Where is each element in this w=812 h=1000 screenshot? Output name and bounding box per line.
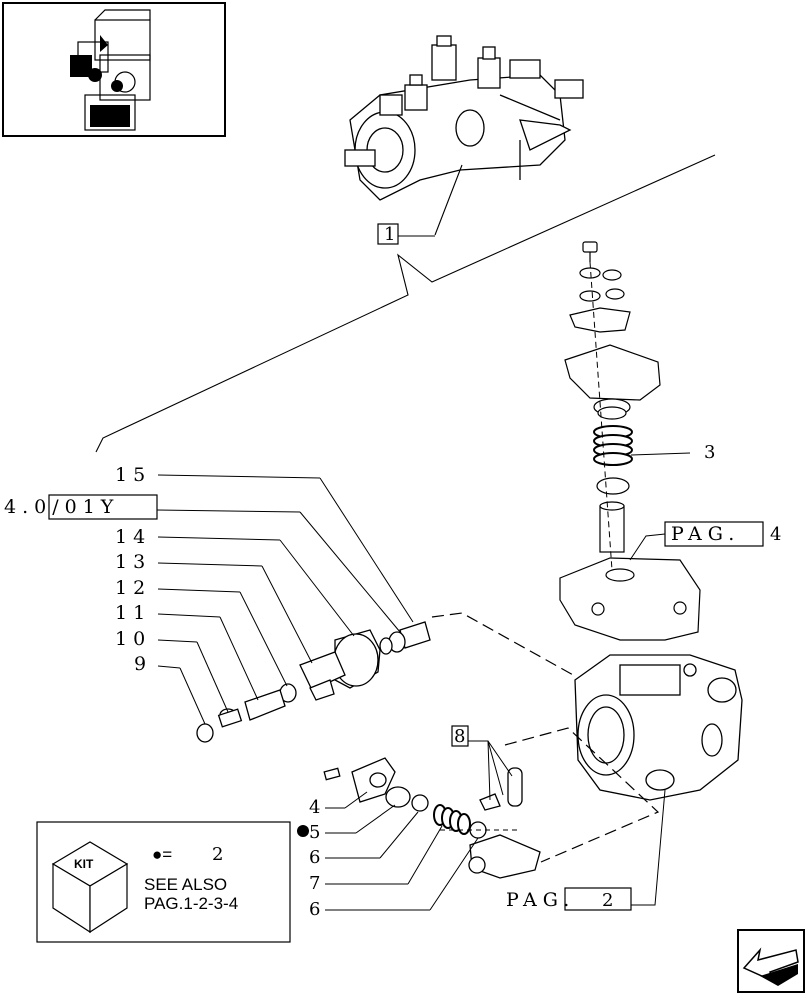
callout-leader-lines (95, 154, 716, 453)
ref-box-1[interactable]: 1 (377, 223, 435, 245)
filled-circle-icon (297, 825, 309, 837)
injection-pump-assembly (344, 35, 584, 201)
kit-legend-box: KIT ●= 2 SEE ALSO PAG.1-2-3-4 (36, 821, 291, 943)
kit-bullet-equals: ●= (152, 845, 172, 864)
see-also-text: SEE ALSO (144, 875, 227, 894)
pump-housing (574, 654, 743, 801)
ref-13-label: 13 (115, 551, 151, 573)
page-ref-2[interactable]: PAG. 2 (506, 789, 666, 911)
governor-weights (196, 621, 431, 743)
ref-402-label: 4.0/01Y (4, 496, 119, 518)
leader-3 (630, 452, 691, 456)
kit-label: KIT (74, 857, 94, 871)
dashed-link-governor (431, 612, 576, 677)
ref-9-label: 9 (134, 653, 152, 675)
arrow-back-icon[interactable] (737, 929, 805, 993)
page-ref-2-number: 2 (602, 890, 613, 911)
ref-7-label: 7 (309, 873, 320, 894)
ref-10-label: 10 (115, 628, 151, 650)
ref-8-label: 8 (454, 726, 465, 747)
ref-6a-label: 6 (309, 847, 320, 868)
ref-15-label: 15 (115, 464, 151, 486)
ref-4-label: 4 (309, 797, 320, 818)
ref-12-label: 12 (115, 577, 151, 599)
axis-dash-top (589, 261, 613, 571)
dashed-link-valve (504, 727, 660, 863)
ref-5-label: 5 (309, 822, 320, 843)
lower-labels: 4 5 6 7 6 (297, 791, 479, 920)
page-ref-2-label: PAG. (506, 889, 575, 911)
see-also-pages: PAG.1-2-3-4 (144, 894, 238, 913)
page-ref-4-label: PAG. (671, 523, 740, 545)
ref-6b-label: 6 (309, 899, 320, 920)
thumbnail-engine[interactable] (2, 2, 226, 137)
governor-linkage-parts (559, 241, 701, 641)
kit-cube-icon (51, 841, 129, 934)
ref-box-8[interactable]: 8 (451, 725, 513, 801)
page-ref-4-number: 4 (770, 524, 781, 545)
ref-3-label: 3 (704, 442, 715, 463)
kit-bullet-value: 2 (212, 844, 223, 865)
ref-11-label: 11 (115, 602, 151, 624)
ref-14-label: 14 (115, 526, 151, 548)
ref-1-label: 1 (384, 224, 395, 245)
valve-parts (323, 757, 541, 879)
left-labels: 15 4.0/01Y 14 13 12 11 10 9 (4, 464, 414, 725)
page-ref-4[interactable]: PAG. 4 (629, 521, 781, 561)
